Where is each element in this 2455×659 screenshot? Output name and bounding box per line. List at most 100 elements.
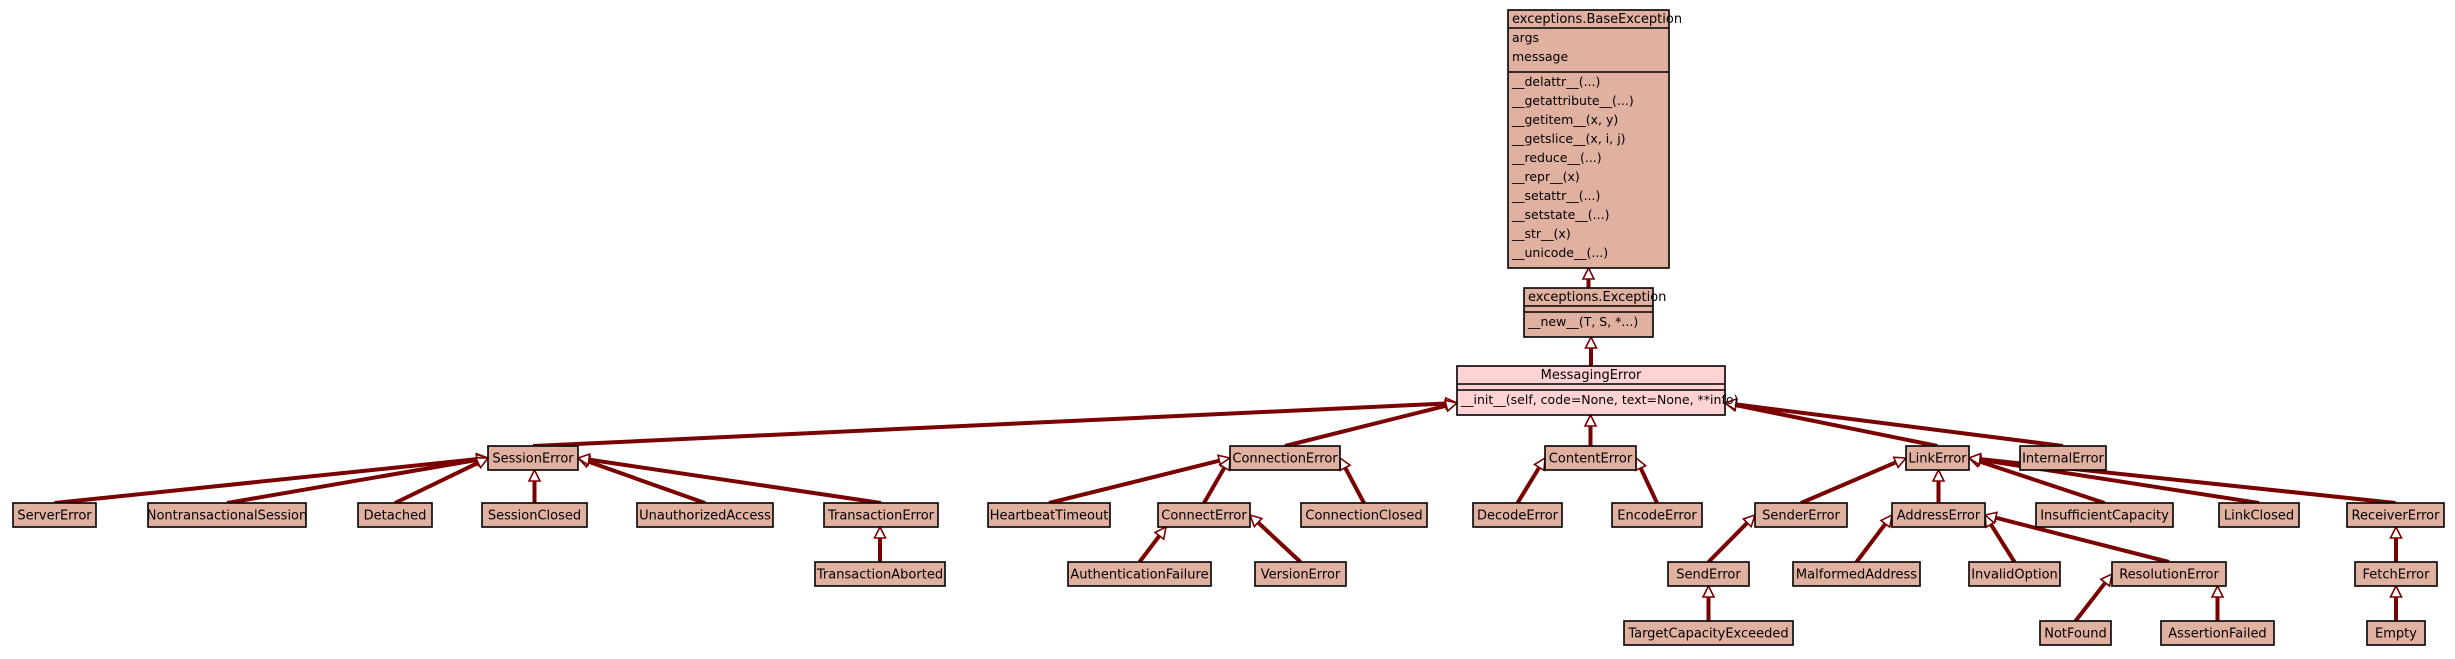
class-method: __setstate__(...) [1511, 207, 1609, 222]
class-node-assertion-failed[interactable]: AssertionFailed [2160, 620, 2275, 646]
class-box [1667, 561, 1750, 587]
class-node-sender-error[interactable]: SenderError [1754, 502, 1848, 528]
class-name: AuthenticationFailure [1070, 568, 1208, 583]
class-node-session-closed[interactable]: SessionClosed [481, 502, 588, 528]
class-node-encode-error[interactable]: EncodeError [1611, 502, 1703, 528]
class-node-resolution-error[interactable]: ResolutionError [2111, 561, 2227, 587]
class-node-connection-error[interactable]: ConnectionError [1229, 445, 1341, 471]
inheritance-arrowhead [2099, 572, 2114, 588]
inheritance-edge [873, 525, 887, 562]
edge-line [1137, 534, 1161, 564]
class-node-messaging-error[interactable]: MessagingError __init__(self, code=None, … [1456, 365, 1738, 416]
class-name: NontransactionalSession [147, 509, 308, 524]
inheritance-edge [1584, 335, 1598, 366]
inheritance-arrowhead [1741, 513, 1757, 529]
class-node-link-closed[interactable]: LinkClosed [2218, 502, 2300, 528]
class-node-malformed-address[interactable]: MalformedAddress [1792, 561, 1921, 587]
class-node-server-error[interactable]: ServerError [12, 502, 97, 528]
class-node-exception[interactable]: exceptions.Exception__new__(T, S, *...) [1523, 287, 1666, 338]
class-method: __init__(self, code=None, text=None, **i… [1460, 392, 1738, 407]
class-name: MalformedAddress [1796, 568, 1917, 583]
edge-line [1800, 460, 1897, 505]
class-method: __new__(T, S, *...) [1527, 314, 1638, 329]
class-name: exceptions.BaseException [1512, 12, 1682, 27]
class-box [636, 502, 774, 528]
class-node-link-error[interactable]: LinkError [1905, 445, 1970, 471]
class-node-session-error[interactable]: SessionError [487, 445, 579, 471]
edge-line [1256, 521, 1302, 564]
class-node-version-error[interactable]: VersionError [1254, 561, 1347, 587]
class-node-detached[interactable]: Detached [357, 502, 433, 528]
inheritance-edge [2073, 572, 2114, 623]
inheritance-edges [54, 266, 2403, 623]
class-node-authentication-failure[interactable]: AuthenticationFailure [1067, 561, 1212, 587]
class-node-internal-error[interactable]: InternalError [2019, 445, 2107, 471]
class-name: UnauthorizedAccess [639, 509, 771, 524]
class-node-transaction-error[interactable]: TransactionError [823, 502, 939, 528]
edge-line [1343, 466, 1366, 504]
inheritance-arrowhead [2210, 584, 2225, 598]
class-node-connect-error[interactable]: ConnectError [1157, 502, 1251, 528]
class-box [1157, 502, 1251, 528]
class-method: __repr__(x) [1511, 169, 1580, 184]
edge-line [1048, 458, 1220, 505]
class-box [1229, 445, 1341, 471]
class-node-insufficient-capacity[interactable]: InsufficientCapacity [2035, 502, 2174, 528]
edge-line [588, 457, 882, 505]
inheritance-arrowhead [1723, 397, 1738, 412]
edge-line [1854, 522, 1887, 564]
inheritance-arrowhead [1931, 468, 1946, 482]
class-node-connection-closed[interactable]: ConnectionClosed [1300, 502, 1428, 528]
class-name: SendError [1676, 568, 1741, 583]
class-box [2218, 502, 2300, 528]
class-method: __getslice__(x, i, j) [1511, 131, 1626, 146]
edge-line [532, 401, 1447, 448]
class-name: ResolutionError [2119, 568, 2219, 583]
inheritance-edge [576, 453, 882, 505]
class-node-not-found[interactable]: NotFound [2039, 620, 2112, 646]
class-node-invalid-option[interactable]: InvalidOption [1968, 561, 2061, 587]
inheritance-arrowhead [2389, 525, 2403, 539]
class-node-nontransactional-session[interactable]: NontransactionalSession [147, 502, 308, 528]
edge-line [1989, 523, 2017, 564]
class-node-receiver-error[interactable]: ReceiverError [2346, 502, 2445, 528]
class-node-address-error[interactable]: AddressError [1891, 502, 1986, 528]
inheritance-arrowhead [1967, 452, 1982, 466]
class-name: NotFound [2044, 627, 2106, 642]
inheritance-arrowhead [1584, 335, 1598, 349]
inheritance-edge [1583, 413, 1598, 446]
inheritance-edge [1983, 511, 2170, 564]
class-node-send-error[interactable]: SendError [1667, 561, 1750, 587]
inheritance-arrowhead [1892, 456, 1908, 469]
class-node-unauthorized-access[interactable]: UnauthorizedAccess [636, 502, 774, 528]
class-method: __getattribute__(...) [1511, 93, 1634, 108]
class-node-content-error[interactable]: ContentError [1544, 445, 1637, 471]
class-name: ConnectError [1161, 509, 1247, 524]
class-node-empty[interactable]: Empty [2366, 620, 2426, 646]
class-method: __reduce__(...) [1511, 150, 1602, 165]
class-method: __str__(x) [1511, 226, 1571, 241]
class-node-base-exception[interactable]: exceptions.BaseExceptionargsmessage__del… [1507, 9, 1682, 269]
class-box [1254, 561, 1347, 587]
class-box [1472, 502, 1563, 528]
edge-line [1707, 521, 1749, 564]
class-attribute: args [1512, 30, 1539, 45]
class-name: MessagingError [1541, 368, 1642, 383]
class-node-heartbeat-timeout[interactable]: HeartbeatTimeout [987, 502, 1111, 528]
inheritance-edge [1137, 525, 1168, 564]
class-node-fetch-error[interactable]: FetchError [2354, 561, 2438, 587]
class-node-transaction-aborted[interactable]: TransactionAborted [814, 561, 946, 587]
class-name: ConnectionError [1232, 452, 1338, 467]
class-box [1300, 502, 1428, 528]
inheritance-arrowhead [576, 453, 591, 467]
edge-line [1995, 515, 2170, 564]
inheritance-edge [1284, 399, 1459, 448]
class-node-decode-error[interactable]: DecodeError [1472, 502, 1563, 528]
class-name: ContentError [1549, 452, 1633, 467]
class-name: EncodeError [1617, 509, 1697, 524]
class-box [2366, 620, 2426, 646]
class-node-target-capacity-exceeded[interactable]: TargetCapacityExceeded [1623, 620, 1794, 646]
inheritance-edge [1854, 513, 1894, 564]
class-name: TransactionAborted [816, 568, 943, 583]
inheritance-edge [2389, 525, 2403, 562]
